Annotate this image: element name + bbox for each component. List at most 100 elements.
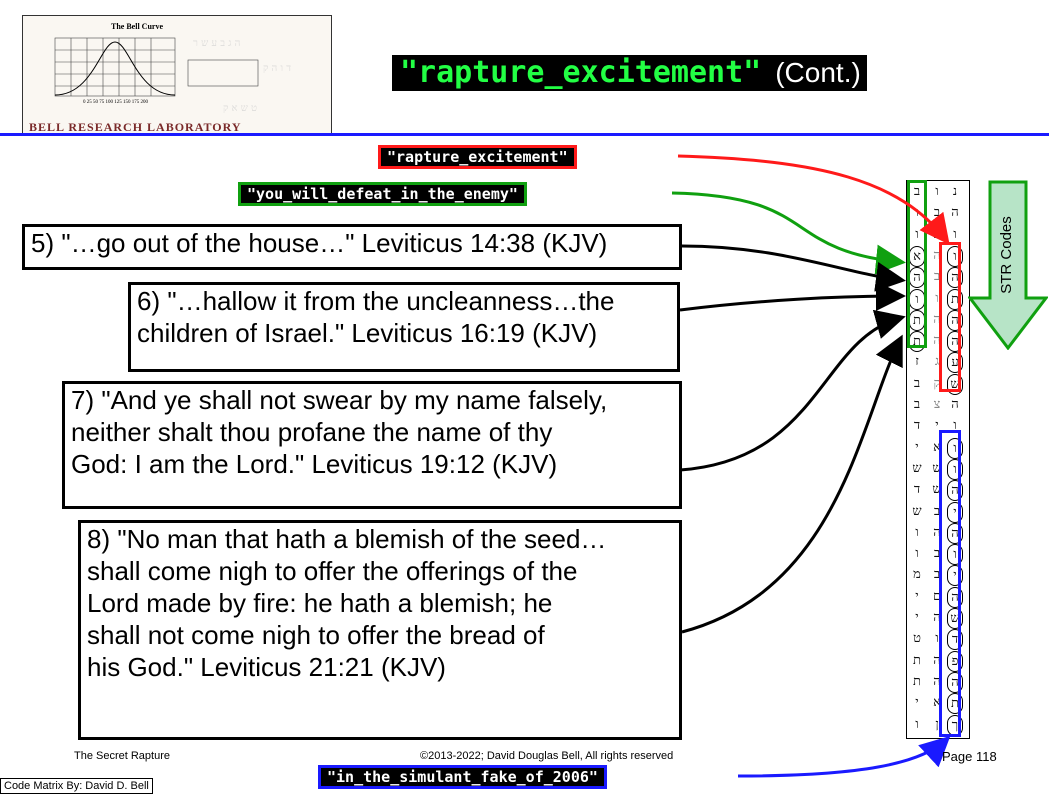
matrix-letter: ו (953, 418, 957, 434)
matrix-red-highlight (939, 242, 961, 392)
matrix-letter: ת (947, 288, 963, 310)
matrix-letter: ג (934, 354, 940, 370)
matrix-letter: ן (935, 716, 939, 732)
verse-line: neither shalt thou profane the name of t… (71, 417, 553, 447)
matrix-letter: ה (951, 397, 959, 412)
verse-line: his God." Leviticus 21:21 (KJV) (87, 652, 446, 682)
matrix-letter: ו (947, 437, 963, 459)
matrix-letter: מ (913, 567, 921, 583)
matrix-letter: ה (947, 522, 963, 544)
matrix-letter: ו (915, 546, 919, 562)
header-divider (0, 133, 1049, 136)
str-codes-label: STR Codes (998, 216, 1015, 294)
matrix-letter: ה (933, 652, 941, 668)
label-rapture-excitement: "rapture_excitement" (378, 145, 577, 169)
matrix-letter: ו (935, 631, 939, 647)
matrix-letter: ד (947, 629, 963, 651)
matrix-letter: ה (947, 671, 963, 693)
verse-box-5: 5) "…go out of the house…" Leviticus 14:… (22, 224, 682, 270)
title-code-text: "rapture_excitement" (392, 55, 770, 91)
logo-graphic: ה ג ב ע ש ר ד ו ה ק ט ש א ק (23, 16, 331, 134)
matrix-letter: ו (953, 226, 957, 242)
matrix-letter: ש (947, 608, 963, 629)
matrix-letter: ק (933, 375, 941, 391)
code-matrix-credit: Code Matrix By: David D. Bell (0, 778, 153, 794)
verse-line: shall not come nigh to offer the bread o… (87, 620, 545, 650)
matrix-letter: ש (932, 482, 942, 498)
matrix-letter: ב (913, 375, 921, 391)
matrix-letter: ה (947, 331, 963, 353)
matrix-letter: ע (947, 352, 963, 374)
matrix-letter: ו (947, 544, 963, 566)
matrix-letter: ה (933, 333, 941, 349)
str-codes-arrow-icon (968, 180, 1048, 350)
matrix-letter: ו (935, 290, 939, 306)
label-defeat-enemy: "you_will_defeat_in_the_enemy" (238, 182, 527, 206)
verse-box-8: 8) "No man that hath a blemish of the se… (78, 520, 682, 740)
matrix-letter: י (915, 695, 919, 711)
matrix-letter: ה (951, 205, 959, 221)
matrix-letter: ב (933, 205, 941, 221)
matrix-letter: ת (913, 652, 921, 668)
matrix-letter: ד (913, 482, 921, 498)
matrix-letter: י (915, 610, 919, 625)
matrix-letter: ה (933, 311, 941, 327)
logo: ה ג ב ע ש ר ד ו ה ק ט ש א ק The Bell Cur… (22, 15, 332, 135)
matrix-letter: ה (933, 524, 941, 540)
verse-line: 6) "…hallow it from the uncleanness…the (137, 286, 615, 316)
title-cont-text: (Cont.) (769, 55, 867, 91)
verse-line: 5) "…go out of the house…" Leviticus 14:… (31, 228, 608, 258)
verse-line: Lord made by fire: he hath a blemish; he (87, 588, 553, 618)
matrix-letter: צ (933, 397, 941, 412)
svg-text:ט ש א ק: ט ש א ק (223, 103, 257, 114)
logo-axis-ticks: 0 25 50 75 100 125 150 175 200 (83, 100, 148, 105)
matrix-blue-highlight (939, 430, 961, 737)
matrix-letter: ז (915, 354, 919, 370)
matrix-letter: ת (913, 673, 921, 689)
matrix-letter: ט (913, 631, 921, 647)
verse-box-6: 6) "…hallow it from the uncleanness…the … (128, 282, 680, 372)
matrix-letter: ת (947, 693, 963, 715)
matrix-letter: ה (947, 267, 963, 289)
matrix-letter: ש (932, 460, 942, 476)
verse-line: God: I am the Lord." Leviticus 19:12 (KJ… (71, 449, 558, 479)
matrix-letter: ה (933, 247, 941, 263)
matrix-letter: פ (947, 650, 963, 672)
matrix-letter: ו (915, 524, 919, 540)
footer-title: The Secret Rapture (74, 750, 170, 762)
matrix-letter: י (915, 588, 919, 604)
matrix-letter: י (935, 418, 939, 434)
footer-copyright: ©2013-2022; David Douglas Bell, All righ… (420, 750, 674, 762)
verse-line: children of Israel." Leviticus 16:19 (KJ… (137, 318, 598, 348)
matrix-letter: ש (947, 373, 963, 395)
matrix-letter: ה (947, 480, 963, 502)
footer-page-number: Page 118 (942, 749, 997, 764)
matrix-letter: ו (935, 184, 939, 199)
matrix-letter: ב (933, 503, 941, 519)
verse-line: shall come nigh to offer the offerings o… (87, 556, 578, 586)
matrix-letter: ש (912, 460, 922, 476)
matrix-letter: י (915, 439, 919, 455)
matrix-letter: ו (947, 458, 963, 480)
matrix-letter: ו (915, 716, 919, 732)
matrix-letter: ב (933, 567, 941, 583)
matrix-letter: ו (947, 245, 963, 267)
matrix-green-highlight (907, 180, 927, 348)
verse-line: 8) "No man that hath a blemish of the se… (87, 524, 607, 554)
matrix-letter: ב (933, 546, 941, 562)
svg-text:ד ו ה ק: ד ו ה ק (263, 63, 291, 74)
matrix-letter: ב (913, 397, 921, 412)
label-simulant-fake: "in_the_simulant_fake_of_2006" (318, 765, 607, 789)
matrix-letter: ד (913, 418, 921, 434)
matrix-letter: נ (952, 184, 958, 199)
matrix-letter: א (933, 695, 941, 711)
svg-text:STR Codes: STR Codes (998, 216, 1015, 294)
verse-box-7: 7) "And ye shall not swear by my name fa… (62, 381, 682, 509)
matrix-letter: ב (933, 269, 941, 285)
logo-chart-title: The Bell Curve (111, 22, 163, 31)
matrix-letter: ה (933, 673, 941, 689)
matrix-letter: ש (912, 503, 922, 519)
matrix-letter: י (947, 565, 963, 587)
matrix-letter: ה (933, 610, 941, 625)
verse-line: 7) "And ye shall not swear by my name fa… (71, 385, 608, 415)
